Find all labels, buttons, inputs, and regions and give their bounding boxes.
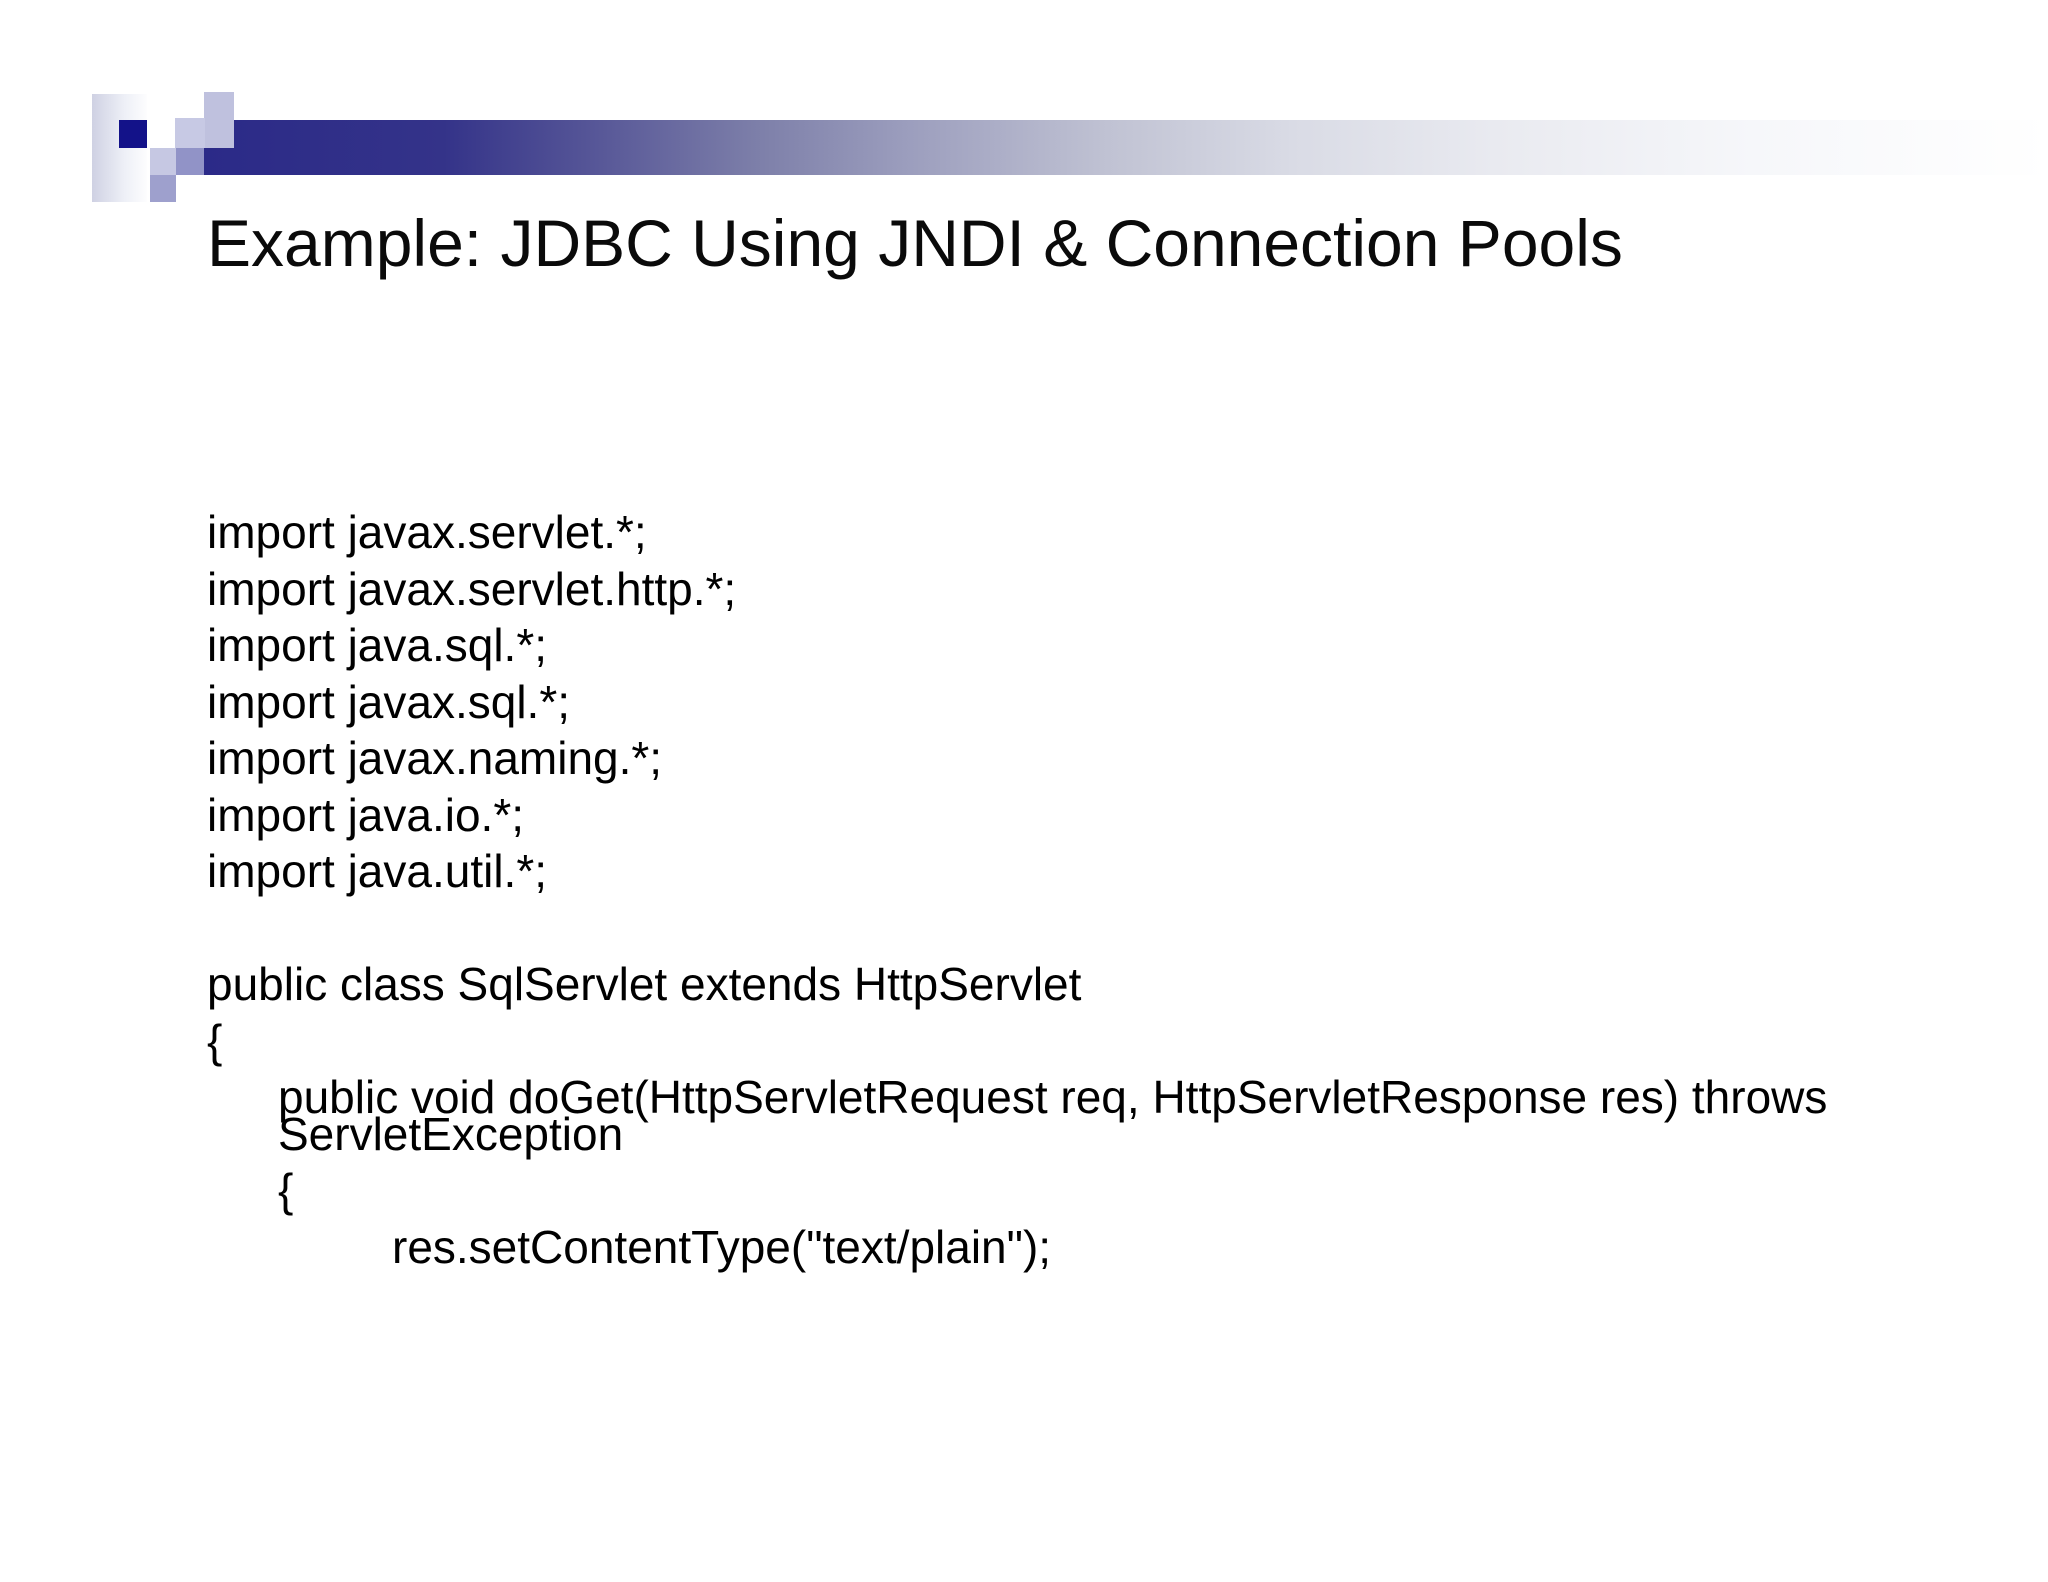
header-gradient-bar <box>204 120 2048 175</box>
code-block: import javax.servlet.*;import javax.serv… <box>207 504 1827 1275</box>
mosaic-light-square <box>175 118 205 148</box>
code-line: import javax.servlet.*; <box>207 506 647 558</box>
mosaic-light-column <box>204 92 234 148</box>
code-line: { <box>278 1164 294 1216</box>
mosaic-navy-square <box>119 120 147 148</box>
code-line: ServletException <box>278 1107 624 1160</box>
code-line: res.setContentType("text/plain"); <box>392 1220 1052 1273</box>
mosaic-lower-square <box>150 175 176 202</box>
code-line: import java.sql.*; <box>207 619 548 671</box>
slide-title: Example: JDBC Using JNDI & Connection Po… <box>207 206 1623 280</box>
code-line: public void doGet(HttpServletRequest req… <box>278 1071 1828 1123</box>
code-line: import javax.naming.*; <box>207 732 663 784</box>
mosaic-mid-left-square <box>150 148 176 175</box>
code-line: import javax.sql.*; <box>207 675 571 728</box>
code-line: { <box>207 1014 223 1067</box>
mosaic-mid-square <box>176 148 204 175</box>
code-line: public class SqlServlet extends HttpServ… <box>207 958 1082 1010</box>
mosaic-light-rect <box>92 94 147 202</box>
code-line: import javax.servlet.http.*; <box>207 562 737 615</box>
code-line: import java.util.*; <box>207 845 548 897</box>
code-line: import java.io.*; <box>207 788 525 841</box>
code-line <box>207 900 1827 957</box>
